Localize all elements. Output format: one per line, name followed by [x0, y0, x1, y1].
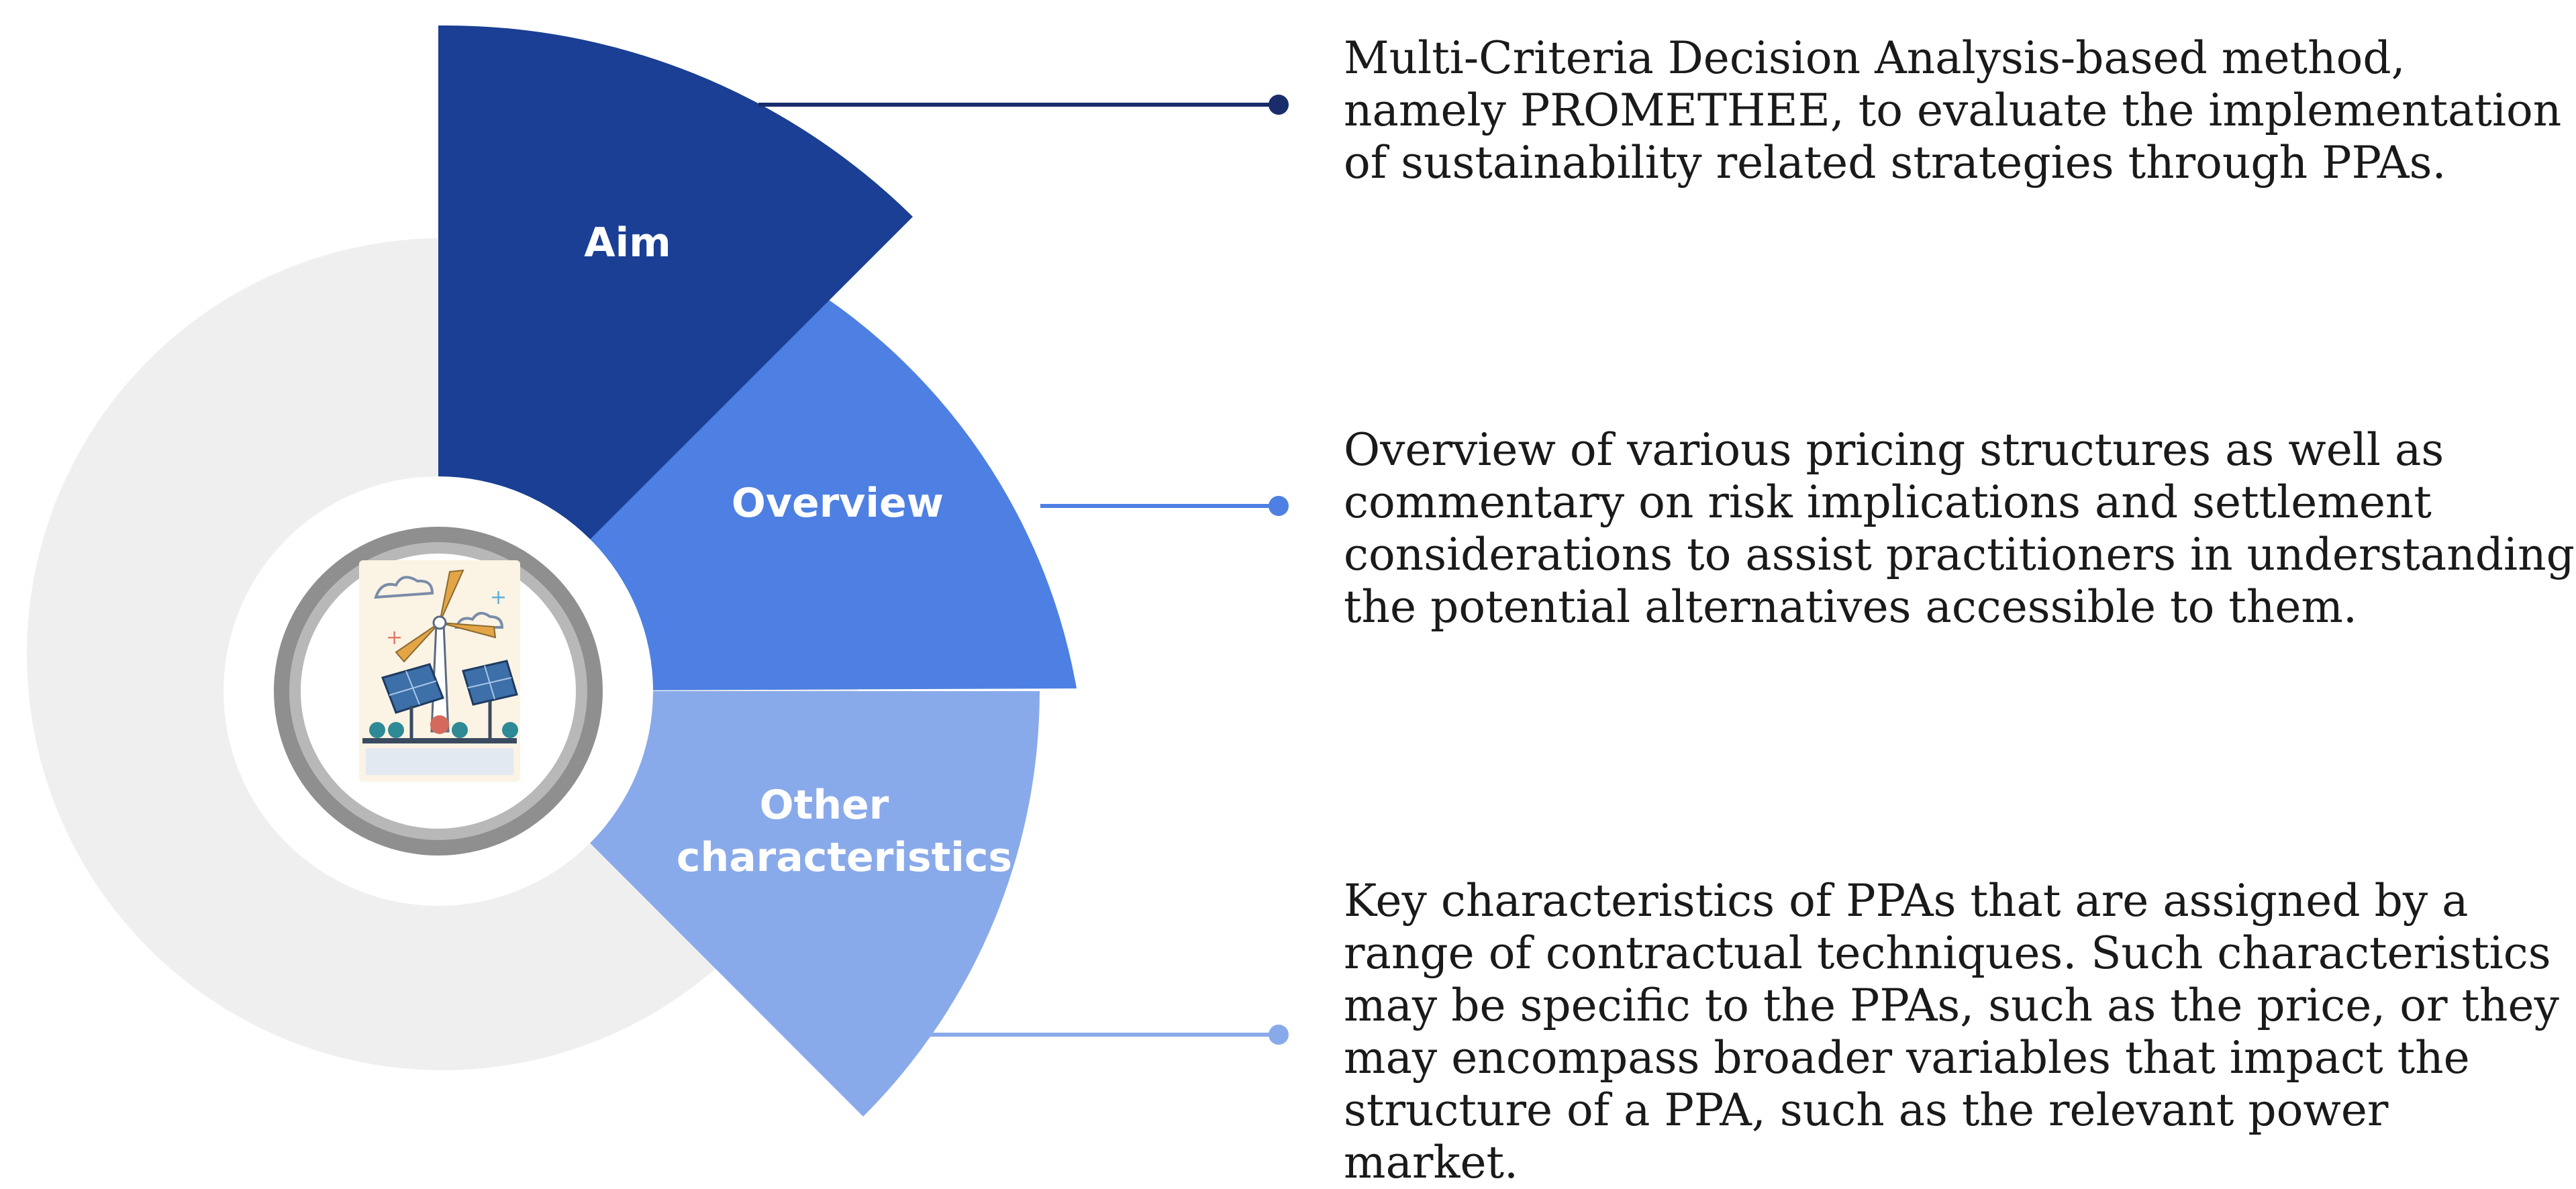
- segment-label-overview: Overview: [732, 480, 944, 527]
- description-aim: Multi-Criteria Decision Analysis-based m…: [1344, 32, 2562, 189]
- connector-other-characteristics: [926, 1025, 1289, 1045]
- connector-aim: [758, 95, 1289, 115]
- wind-turbine-solar-panel-icon: + +: [359, 560, 520, 782]
- segment-label-aim: Aim: [584, 219, 671, 266]
- description-overview: Overview of various pricing structures a…: [1344, 424, 2575, 633]
- description-other-characteristics: Key characteristics of PPAs that are ass…: [1344, 875, 2559, 1188]
- segment-label-other-line1: Other: [760, 782, 889, 829]
- segment-label-other-line2: characteristics: [677, 834, 1012, 881]
- svg-text:+: +: [386, 626, 403, 650]
- svg-text:+: +: [490, 586, 507, 609]
- connector-overview: [1040, 496, 1289, 516]
